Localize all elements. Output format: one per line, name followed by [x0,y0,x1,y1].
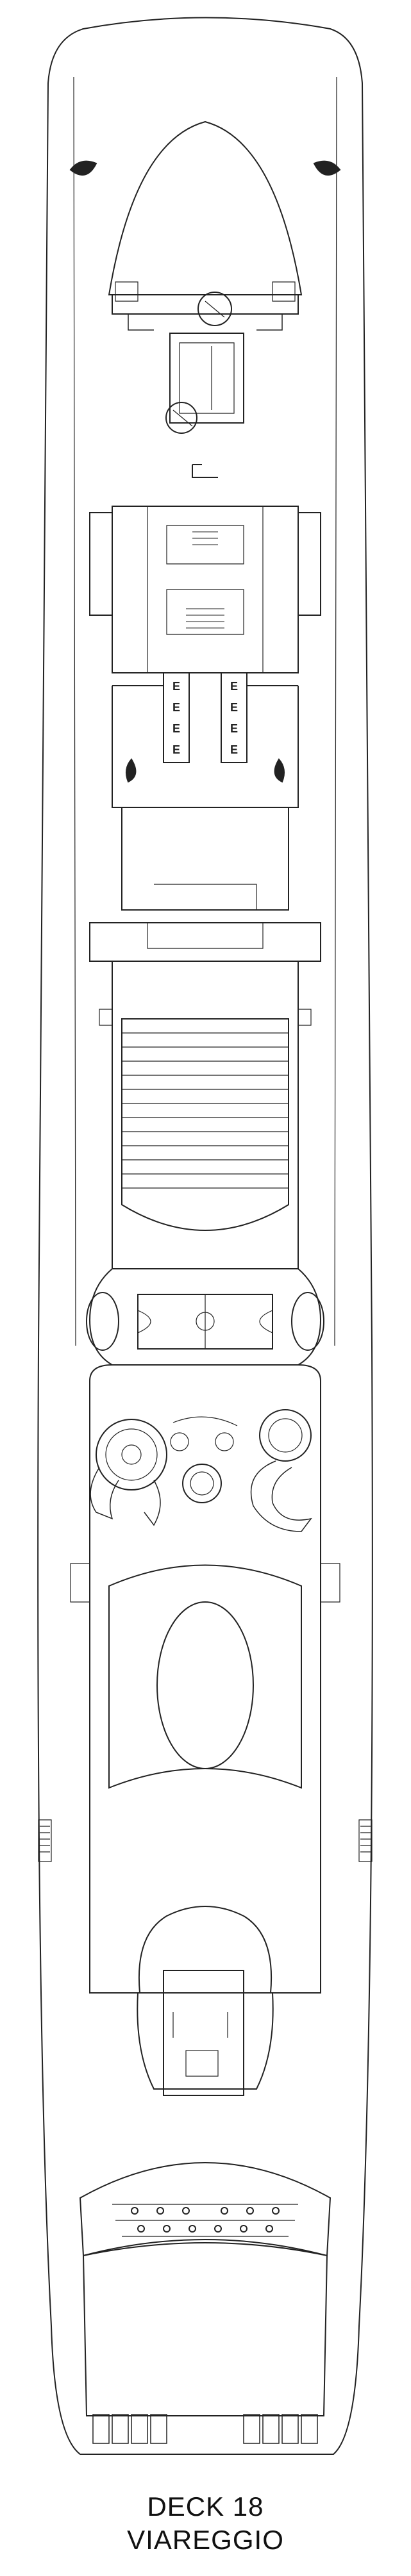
waterslide-right [250,1409,312,1532]
pool-deck [70,1563,340,1789]
aft-cabanas-left [92,2414,167,2444]
terrace-steps [122,1032,289,1189]
splash-pool-center [182,1464,222,1503]
central-block [89,506,321,673]
bow-area [108,120,303,331]
lifeboat-icon-left [69,160,97,176]
deck-number: DECK 18 [147,2491,264,2522]
elevator-label: E [230,722,238,735]
elevator-label: E [230,701,238,714]
aqua-park [89,1364,321,1994]
lifeboat-icon-left-mid [125,758,137,783]
hull-inner-line [73,76,337,1346]
elevator-label: E [172,743,180,756]
elevator-bank: E E E E E E E E [163,672,247,763]
aft-dome [137,1906,274,2096]
stair-flight-2 [192,531,218,545]
spiral-stair-top [197,292,232,326]
elevator-label: E [172,722,180,735]
hull-outline [37,17,373,2455]
aft-cabanas-right [243,2414,318,2444]
elevator-label: E [172,680,180,693]
elevator-label: E [230,743,238,756]
lifeboat-icon-right [313,160,341,176]
lounge-seating [112,2204,298,2237]
bow-stair-left [115,281,138,302]
forward-tower [165,333,244,434]
side-stair-right [358,1819,373,1862]
sun-deck-terraces [89,922,321,1269]
sports-court-area [86,1268,324,1366]
elevator-label: E [230,680,238,693]
aft-terrace [82,2242,328,2416]
side-stair-left [38,1819,52,1862]
deck-name: VIAREGGIO [127,2525,284,2555]
lifeboat-icon-right-mid [274,758,285,783]
bow-stair-right [272,281,296,302]
center-circle [196,1312,215,1331]
elevator-label: E [172,701,180,714]
spiral-stair-mid [165,402,197,434]
deck-plan: E E E E E E E E [37,17,373,2455]
waterslide-left [90,1419,167,1526]
stair-flight-1 [186,608,224,629]
mid-block [112,685,299,911]
small-bracket [192,464,218,478]
aft-lounge [79,2162,331,2257]
oval-pool [156,1601,254,1769]
